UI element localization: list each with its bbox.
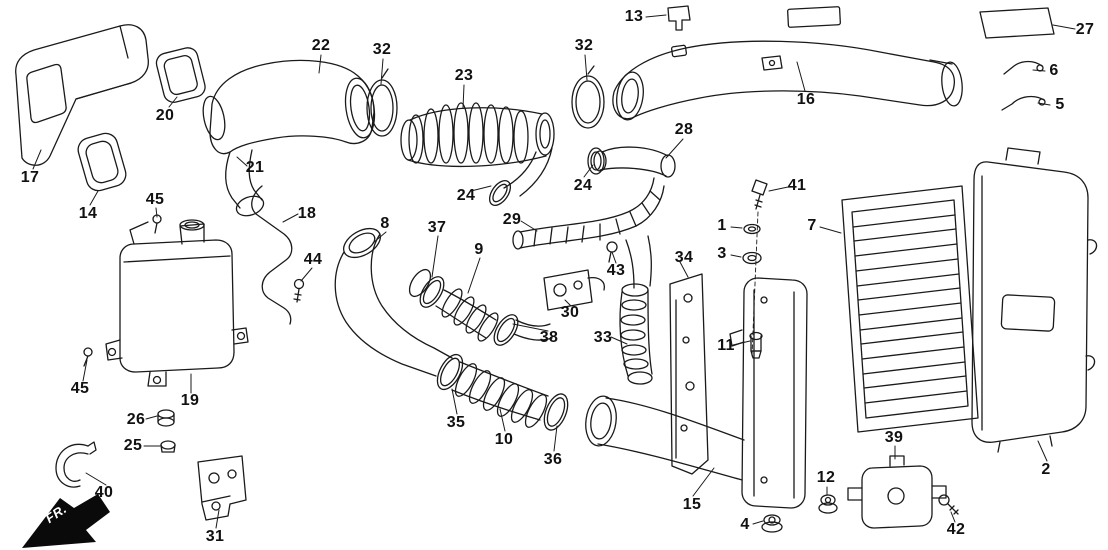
part-number-10: 10	[494, 431, 514, 448]
part-number-35: 35	[446, 414, 466, 431]
part-number-34: 34	[674, 249, 694, 266]
part-number-44: 44	[303, 251, 323, 268]
part-16-intake-pipe	[612, 6, 963, 121]
part-number-26: 26	[126, 411, 146, 428]
part-6-hook	[1003, 60, 1044, 75]
part-number-31: 31	[205, 528, 225, 545]
part-42-screw	[938, 494, 959, 515]
part-number-4: 4	[740, 516, 750, 533]
part-45-bolt-lower	[83, 347, 93, 367]
part-number-40: 40	[94, 484, 114, 501]
part-number-15: 15	[682, 496, 702, 513]
part-41-bolt	[751, 179, 768, 210]
part-9-hose	[408, 268, 499, 342]
part-36-clamp	[543, 393, 569, 431]
part-4-grommet	[761, 514, 783, 533]
part-number-41: 41	[787, 177, 807, 194]
part-45-bolt-upper	[152, 214, 162, 234]
part-number-12: 12	[816, 469, 836, 486]
part-27-plate	[979, 7, 1055, 39]
part-number-3: 3	[717, 245, 727, 262]
part-number-29: 29	[502, 211, 522, 228]
part-number-18: 18	[297, 205, 317, 222]
part-number-17: 17	[20, 169, 40, 186]
part-39-valve	[847, 455, 947, 529]
part-33-hose	[619, 283, 653, 385]
part-40-clip	[55, 441, 97, 488]
part-1-washer	[743, 223, 761, 235]
part-number-7: 7	[807, 217, 817, 234]
part-8-tube	[334, 227, 453, 377]
part-21-elbow	[225, 149, 265, 217]
part-14-gasket	[77, 132, 127, 192]
part-13-clip	[667, 5, 691, 31]
part-10-hose	[451, 361, 549, 428]
part-38-clamp	[493, 314, 553, 346]
part-number-2: 2	[1041, 461, 1051, 478]
part-number-24: 24	[456, 187, 476, 204]
part-number-24: 24	[573, 177, 593, 194]
part-number-27: 27	[1075, 21, 1095, 38]
part-number-21: 21	[245, 159, 265, 176]
part-23-corrugated-hose	[400, 102, 555, 197]
part-5-hook	[1001, 95, 1046, 111]
part-number-13: 13	[624, 8, 644, 25]
part-number-32: 32	[372, 41, 392, 58]
part-32-clamp-left	[366, 68, 398, 137]
part-number-8: 8	[380, 215, 390, 232]
part-26-grommet	[157, 409, 175, 427]
part-number-33: 33	[593, 329, 613, 346]
part-24-clamp-left	[488, 179, 512, 207]
part-44-bolt	[293, 278, 305, 303]
part-19-resonator-tank	[105, 219, 249, 387]
part-35-clamp	[436, 353, 464, 391]
part-22-air-duct	[202, 59, 376, 155]
part-number-19: 19	[180, 392, 200, 409]
part-31-bracket	[197, 455, 247, 521]
part-number-39: 39	[884, 429, 904, 446]
part-number-45: 45	[70, 380, 90, 397]
part-30-pipe-bracket	[543, 269, 606, 311]
part-number-36: 36	[543, 451, 563, 468]
assembly-axis-dashed-line	[751, 211, 759, 357]
part-number-38: 38	[539, 329, 559, 346]
part-7-air-filter	[841, 185, 979, 433]
part-15-duct-panel	[585, 277, 808, 509]
part-24-clamp-upper	[587, 147, 605, 175]
part-number-30: 30	[560, 304, 580, 321]
part-number-43: 43	[606, 262, 626, 279]
part-number-14: 14	[78, 205, 98, 222]
part-number-42: 42	[946, 521, 966, 538]
part-37-clamp	[419, 276, 445, 308]
part-number-16: 16	[796, 91, 816, 108]
part-3-washer	[742, 251, 762, 265]
part-number-20: 20	[155, 107, 175, 124]
part-number-45: 45	[145, 191, 165, 208]
part-17-intake-duct	[15, 24, 149, 166]
part-20-gasket	[155, 47, 206, 103]
part-11-bolt	[749, 331, 763, 359]
part-18-pipe	[251, 185, 293, 325]
part-number-6: 6	[1049, 62, 1059, 79]
part-number-25: 25	[123, 437, 143, 454]
part-number-23: 23	[454, 67, 474, 84]
part-number-37: 37	[427, 219, 447, 236]
part-number-9: 9	[474, 241, 484, 258]
part-number-11: 11	[717, 337, 735, 354]
part-number-22: 22	[311, 37, 331, 54]
part-2-air-cleaner-case	[971, 147, 1098, 453]
part-28-hose	[593, 146, 676, 178]
part-25-nut	[160, 440, 176, 453]
part-12-grommet	[818, 494, 838, 514]
part-number-1: 1	[717, 217, 727, 234]
part-number-32: 32	[574, 37, 594, 54]
part-29-branch-hose	[512, 177, 665, 289]
leader-lines	[32, 14, 1076, 529]
part-number-5: 5	[1055, 96, 1065, 113]
fr-direction-arrow	[22, 494, 110, 548]
part-34-bracket-panel	[669, 273, 709, 475]
part-number-28: 28	[674, 121, 694, 138]
part-32-clamp-right	[571, 65, 605, 129]
